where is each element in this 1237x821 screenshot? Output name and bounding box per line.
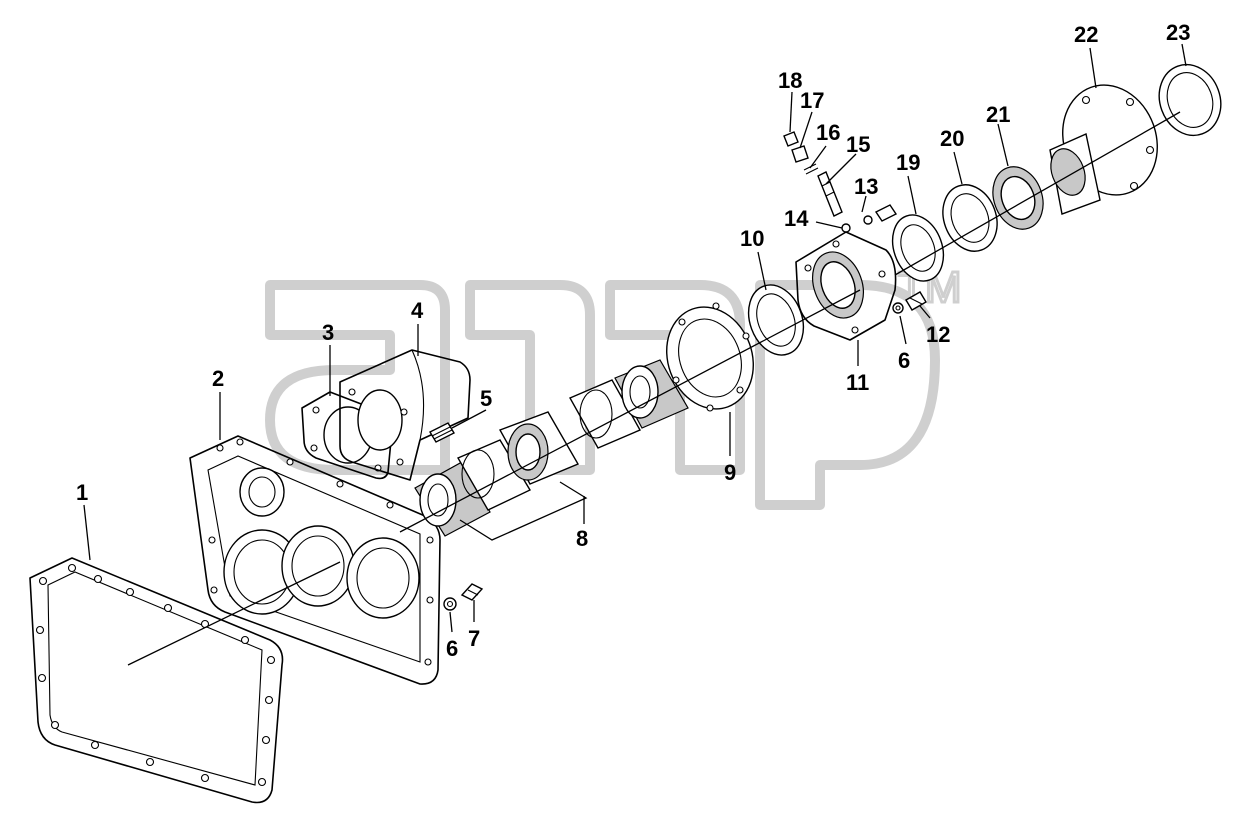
callout-5: 5 xyxy=(480,386,492,411)
tapered-bearing-right xyxy=(614,359,689,429)
callout-23: 23 xyxy=(1166,20,1190,45)
ring-part-20 xyxy=(942,184,998,252)
ring-left xyxy=(456,439,531,511)
callout-22: 22 xyxy=(1074,22,1098,47)
callout-16: 16 xyxy=(816,120,840,145)
seal-ring-part-10 xyxy=(747,284,805,356)
assembly-axis xyxy=(127,111,1181,666)
bolt-part-7 xyxy=(460,583,484,601)
fitting-part-15 xyxy=(817,171,843,217)
plug-part-18 xyxy=(783,131,799,147)
callout-19: 19 xyxy=(896,150,920,175)
callout-6-upper: 6 xyxy=(898,348,910,373)
callout-21: 21 xyxy=(986,102,1010,127)
cover-ring-part-23 xyxy=(1158,63,1222,137)
bolt-part-12 xyxy=(905,291,927,311)
callout-14: 14 xyxy=(784,206,809,231)
cap-part-17 xyxy=(791,145,809,163)
spring-part-16 xyxy=(803,163,819,175)
flange-ring-part-9 xyxy=(666,302,754,412)
gasket-holes xyxy=(35,563,276,787)
callout-1: 1 xyxy=(76,480,88,505)
callout-4: 4 xyxy=(411,298,424,323)
callout-13: 13 xyxy=(854,174,878,199)
callout-labels: 1 2 3 4 5 6 7 8 9 10 11 12 13 14 15 16 1… xyxy=(76,20,1190,661)
washer-part-6-upper xyxy=(892,302,904,314)
callout-17: 17 xyxy=(800,88,824,113)
callout-2: 2 xyxy=(212,366,224,391)
callout-3: 3 xyxy=(322,320,334,345)
small-fittings xyxy=(783,131,898,233)
washer-part-6-lower xyxy=(443,597,457,611)
callout-18: 18 xyxy=(778,68,802,93)
callout-7: 7 xyxy=(468,626,480,651)
callout-10: 10 xyxy=(740,226,764,251)
ring-right xyxy=(569,379,641,449)
housing-part-2 xyxy=(189,435,441,685)
washer-part-14 xyxy=(841,223,851,233)
callout-9: 9 xyxy=(724,460,736,485)
leader-lines xyxy=(83,43,1187,633)
housing-holes xyxy=(208,438,434,666)
callout-6-lower: 6 xyxy=(446,636,458,661)
bolt-part-13 xyxy=(863,204,898,225)
callout-11: 11 xyxy=(846,370,869,395)
housing-bores xyxy=(223,467,420,619)
output-flange-part-22 xyxy=(1049,84,1158,215)
gasket-part-1 xyxy=(29,557,284,804)
bearing-part-21 xyxy=(992,166,1044,230)
callout-8: 8 xyxy=(576,526,588,551)
callout-12: 12 xyxy=(926,322,950,347)
seal-part-19 xyxy=(891,214,945,282)
sleeve-part-4 xyxy=(339,349,471,481)
bolt-part-5 xyxy=(429,422,455,443)
bearing-assembly-part-8 xyxy=(414,359,689,541)
callout-20: 20 xyxy=(940,126,964,151)
callout-15: 15 xyxy=(846,132,870,157)
